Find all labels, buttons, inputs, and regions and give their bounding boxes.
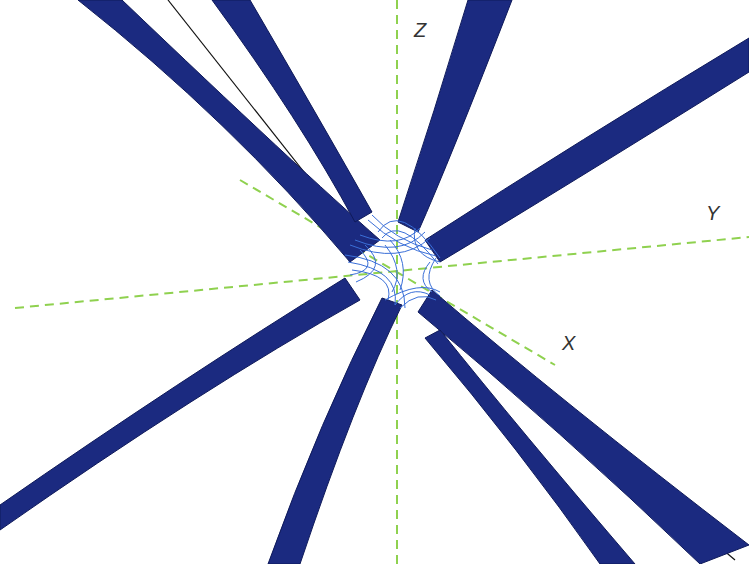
axis-label: Y: [706, 203, 719, 223]
axes: [15, 0, 749, 564]
axis-label: Z: [414, 20, 426, 40]
axis-label: X: [562, 333, 575, 353]
surface-mesh: [345, 215, 440, 308]
